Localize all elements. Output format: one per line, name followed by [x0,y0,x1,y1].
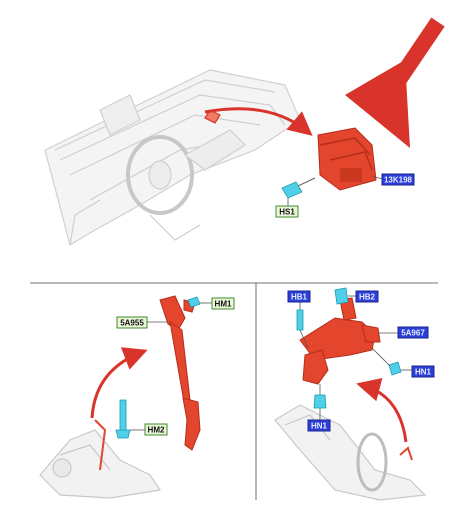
label-hb1: HB1 [287,290,311,303]
label-hn1-lower: HN1 [307,408,331,432]
front-suspension-illustration [39,419,162,499]
bolt-hm1-icon [187,296,212,308]
module-13k198 [317,127,387,191]
svg-text:13K198: 13K198 [384,176,413,185]
callout-arrow-left [90,347,148,419]
svg-text:HM2: HM2 [148,426,165,435]
sensor-5a967 [299,297,381,385]
sensor-5a955 [159,295,201,451]
fastener-hs1-icon [281,177,316,208]
bolt-hm2-icon [115,399,145,439]
svg-text:HB2: HB2 [359,293,376,302]
label-hn1-right: HN1 [401,365,435,378]
rear-suspension-illustration [274,404,427,501]
svg-text:HN1: HN1 [311,422,328,431]
svg-text:5A955: 5A955 [120,319,144,328]
svg-text:5A967: 5A967 [401,329,425,338]
svg-text:HB1: HB1 [291,293,308,302]
label-5a967: 5A967 [378,326,429,339]
label-hm1: HM1 [211,297,235,310]
nut-hn1-right-icon [371,347,402,376]
label-5a955: 5A955 [116,316,168,329]
svg-text:HS1: HS1 [279,208,295,217]
big-red-arrow [345,17,445,148]
label-hm2: HM2 [144,423,168,436]
fastener-hb2-icon [334,287,356,305]
dashboard-illustration [44,69,301,246]
label-hs1: HS1 [275,205,299,218]
svg-text:HN1: HN1 [415,368,432,377]
nut-hn1-lower-icon [313,384,327,409]
label-hb2: HB2 [355,290,379,303]
fastener-hb1-icon [296,302,309,349]
svg-text:HM1: HM1 [215,300,232,309]
label-13k198: 13K198 [381,173,415,186]
callout-arrow-right [356,377,408,443]
callout-arrow-top [204,107,313,136]
